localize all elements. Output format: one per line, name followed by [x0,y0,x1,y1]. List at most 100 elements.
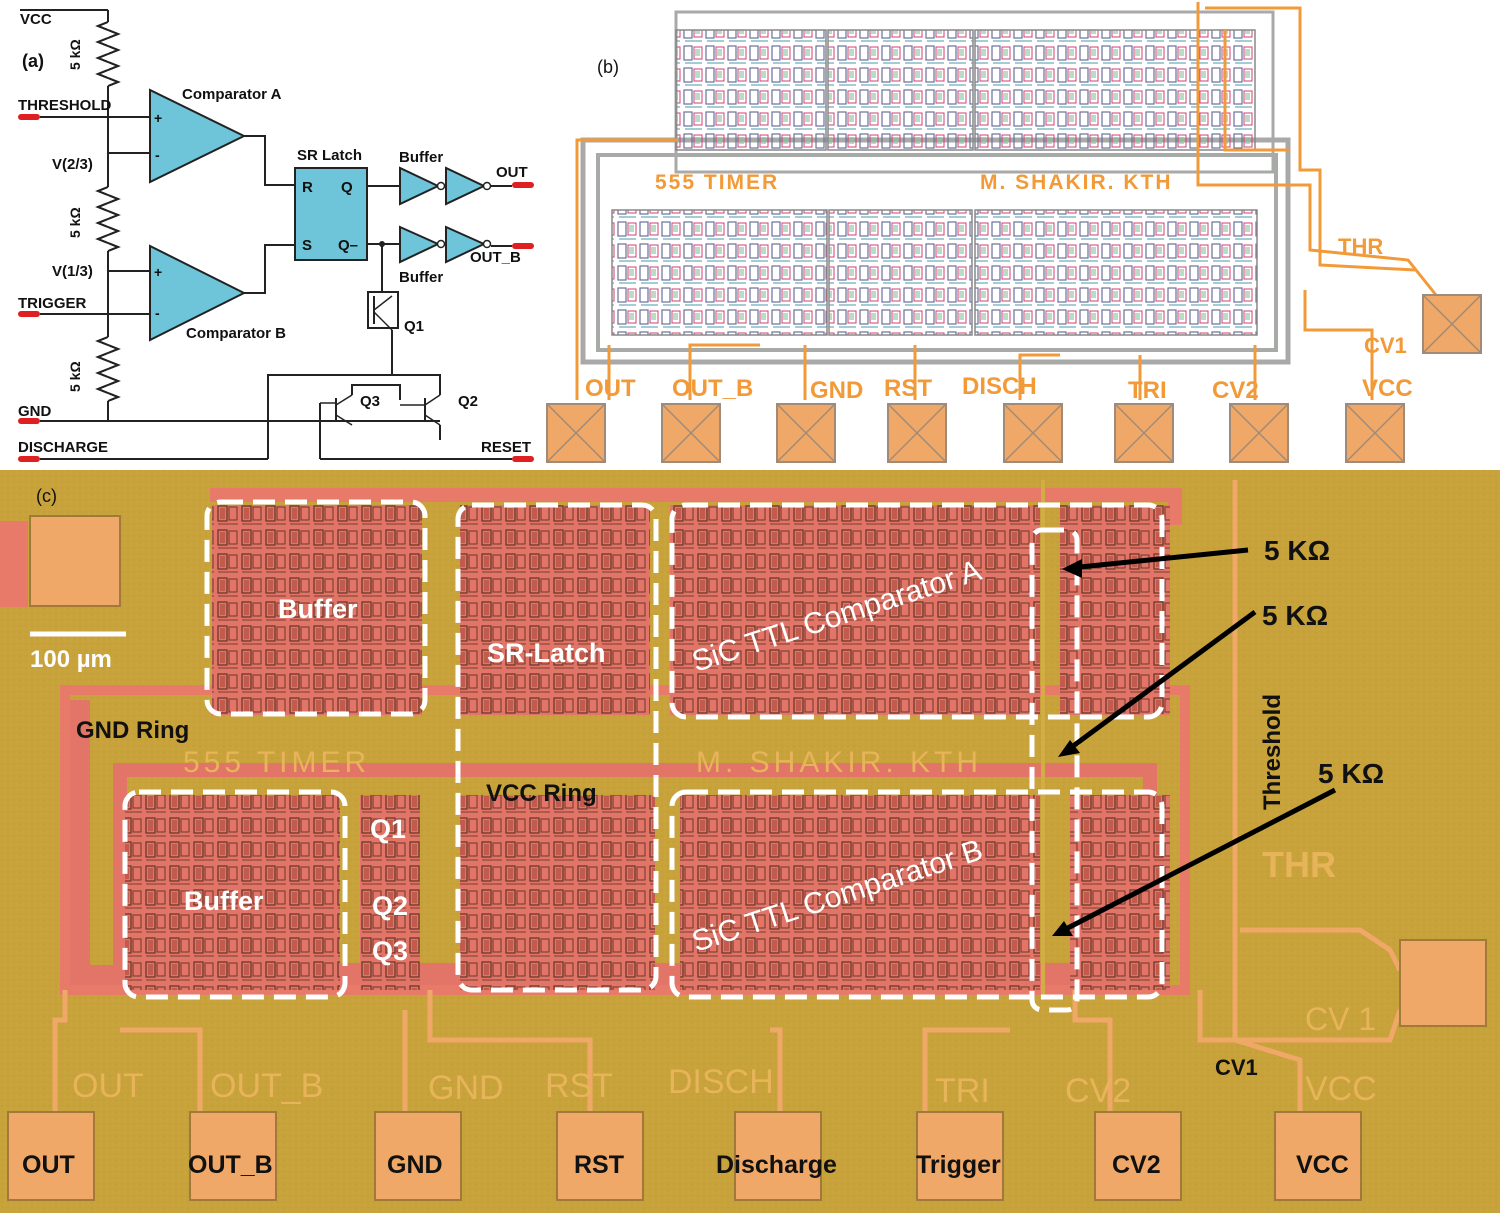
chip-q1: Q1 [370,814,406,844]
chip-res1: 5 KΩ [1264,535,1330,566]
chip-metal-pad-7: VCC [1305,1070,1377,1108]
chip-metal-pad-0: OUT [72,1067,144,1105]
label-v13: V(1/3) [52,263,93,280]
label-pin-q: Q [341,179,353,196]
chip-gnd-ring: GND Ring [76,717,189,744]
buffer-top-1 [399,166,441,206]
pin-trigger [18,311,40,317]
chip-pad-6: CV2 [1112,1151,1161,1179]
layout-pad-label-0: OUT [585,375,636,402]
layout-title-left: 555 TIMER [655,171,779,194]
sr-latch-symbol [294,167,368,261]
pin-out-b [512,243,534,249]
box-buffer-bottom [122,789,348,1000]
chip-scale-label: 100 µm [30,646,112,673]
chip-pad-3: RST [574,1151,624,1179]
label-minus-b: - [155,305,160,321]
box-sr-latch [455,502,659,993]
label-q2: Q2 [458,393,478,410]
chip-vcc-ring: VCC Ring [486,780,597,807]
label-panel-a: (a) [22,51,44,71]
chip-res3: 5 KΩ [1318,758,1384,789]
chip-metal-pad-5: TRI [935,1072,990,1110]
chip-q2: Q2 [372,891,408,921]
label-pin-s: S [302,237,312,254]
chip-sr-latch: SR-Latch [487,638,606,668]
chip-metal-title-left: 555 TIMER [183,746,370,779]
label-panel-c: (c) [36,486,57,506]
pin-reset [512,456,534,462]
chip-metal-pad-1: OUT_B [210,1067,323,1105]
label-minus-a: - [155,147,160,163]
chip-metal-thr: THR [1262,844,1336,885]
layout-cv1: CV1 [1364,333,1407,358]
chip-metal-pad-4: DISCH [668,1063,774,1101]
buffer-bottom-1 [399,225,441,264]
chip-photo-panel [0,470,1500,1213]
label-pin-r: R [302,179,313,196]
label-q3: Q3 [360,393,380,410]
chip-res2: 5 KΩ [1262,600,1328,631]
box-comp-b [669,789,1165,1000]
label-threshold: THRESHOLD [18,97,112,114]
comparator-a-symbol [149,88,247,184]
schematic-panel [18,9,534,462]
label-gnd: GND [18,403,52,420]
box-resistors [1029,527,1080,1013]
label-r2: 5 kΩ [67,207,83,238]
chip-metal-title-right: M. SHAKIR. KTH [696,746,982,779]
label-pin-qb: Q– [338,237,358,254]
layout-thr: THR [1338,234,1383,259]
chip-pad-5: Trigger [916,1151,1001,1179]
label-reset: RESET [481,439,531,456]
chip-pad-0: OUT [22,1151,75,1179]
label-comp-a: Comparator A [182,86,282,103]
pin-gnd [18,418,40,424]
chip-threshold: Threshold [1259,694,1286,810]
buffer-top-2 [445,166,487,206]
layout-pad-label-2: GND [810,377,863,404]
label-plus-a: + [154,110,162,126]
chip-metal-cv1: CV 1 [1305,1001,1376,1037]
layout-panel [540,0,1500,466]
label-buffer-bottom: Buffer [399,269,443,286]
layout-pad-label-5: TRI [1128,377,1167,404]
label-q1: Q1 [404,318,424,335]
box-buffer-top [204,499,428,717]
chip-pad-1: OUT_B [188,1151,273,1179]
box-comp-a [669,502,1165,720]
schematic-labels: VCC (a) 5 kΩ THRESHOLD Comparator A + - … [18,11,531,456]
layout-labels: (b) 555 TIMER M. SHAKIR. KTH THR CV1 OUT… [585,57,1413,404]
layout-title-right: M. SHAKIR. KTH [980,171,1173,194]
label-vcc: VCC [20,11,52,28]
label-r1: 5 kΩ [67,39,83,70]
label-buffer-top: Buffer [399,149,443,166]
layout-pad-label-6: CV2 [1212,377,1259,404]
layout-pad-label-3: RST [884,375,932,402]
pin-discharge [18,456,40,462]
chip-pad-4: Discharge [716,1151,837,1179]
chip-metal-pad-6: CV2 [1065,1072,1131,1110]
label-sr-latch: SR Latch [297,147,362,164]
chip-pad-2: GND [387,1151,443,1179]
label-plus-b: + [154,264,162,280]
label-panel-b: (b) [597,57,619,77]
chip-buffer-top: Buffer [278,594,358,624]
label-trigger: TRIGGER [18,295,87,312]
label-v23: V(2/3) [52,156,93,173]
pin-out [512,182,534,188]
comparator-b-symbol [149,244,247,342]
chip-q3: Q3 [372,936,408,966]
label-out: OUT [496,164,528,181]
layout-pad-label-1: OUT_B [672,375,753,402]
chip-cv1: CV1 [1215,1055,1258,1080]
label-r3: 5 kΩ [67,361,83,392]
label-discharge: DISCHARGE [18,439,108,456]
label-comp-b: Comparator B [186,325,286,342]
chip-pad-7: VCC [1296,1151,1349,1179]
label-out-b: OUT_B [470,249,521,266]
buffer-bottom-2 [445,225,487,264]
chip-metal-pad-2: GND [428,1069,504,1107]
